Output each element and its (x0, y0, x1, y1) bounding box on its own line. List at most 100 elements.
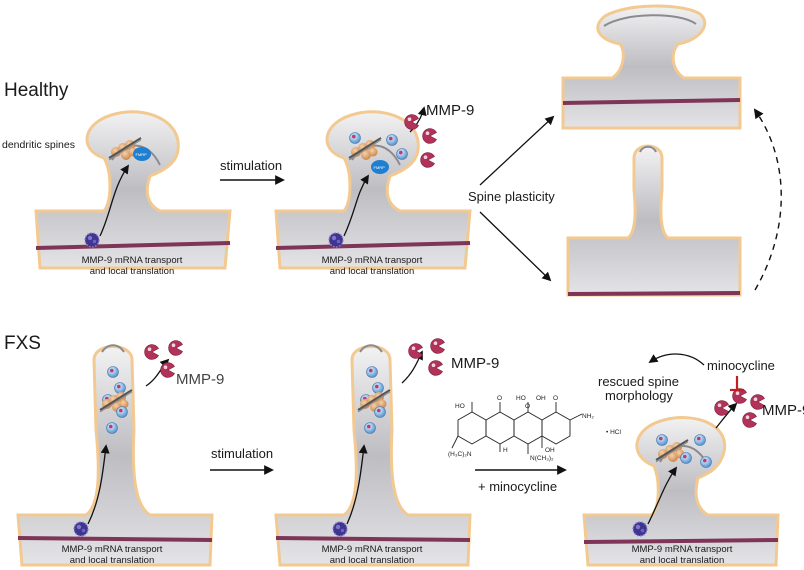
spine-plasticity-label: Spine plasticity (468, 189, 555, 204)
healthy-spine-baseline: FMRP MMP-9 mRNA transport and local tran… (34, 110, 232, 277)
mrna-granule (328, 232, 344, 248)
secretion-arrow (715, 402, 738, 429)
mmp9-enzyme (404, 114, 419, 130)
vesicle (366, 366, 378, 378)
mrna-granule (632, 521, 648, 537)
shaft-band (562, 98, 741, 105)
chem-label: HO (455, 403, 465, 410)
healthy-spine-stimulated: FMRP MMP-9 mRNA transport and local tran… (274, 106, 472, 277)
mrna-granule (84, 232, 100, 248)
dendrite-shaft (274, 345, 472, 567)
chem-label: OH (545, 447, 555, 454)
fxs-spine-baseline: MMP-9 mRNA transport and local translati… (16, 340, 214, 567)
stimulation-label-bottom: stimulation (211, 446, 273, 461)
vesicle (694, 434, 706, 446)
vesicle (349, 132, 361, 144)
chem-label: • HCl (606, 429, 621, 436)
rescued-label-line2: morphology (605, 388, 673, 403)
plasticity-cycle-arrow (753, 108, 782, 291)
shaft-band (583, 538, 779, 544)
caption-line2: and local translation (330, 555, 415, 566)
vesicle (106, 422, 118, 434)
transport-arrow (87, 444, 110, 525)
vesicle (700, 456, 712, 468)
mmp9-enzyme (422, 128, 437, 144)
mmp9-enzyme (430, 338, 445, 354)
shaft-band (567, 291, 741, 296)
rescued-label-line1: rescued spine (598, 374, 679, 389)
mmp9-label-fxs-2: MMP-9 (451, 355, 499, 372)
vesicle (386, 134, 398, 146)
plasticity-arrow-up (479, 115, 555, 186)
chem-label: O (497, 395, 502, 402)
chem-label: NH₂ (582, 413, 594, 420)
vesicle (107, 366, 119, 378)
vesicle (116, 406, 128, 418)
chem-label: HO (516, 395, 526, 402)
caption-line1: MMP-9 mRNA transport (82, 255, 183, 266)
dendritic-spines-label: dendritic spines (2, 139, 75, 151)
secretion-arrow (145, 358, 170, 387)
vesicle (396, 148, 408, 160)
chem-label: N(CH₃)₂ (530, 455, 554, 462)
mmp9-enzyme (160, 362, 175, 378)
vesicle (680, 452, 692, 464)
caption-line2: and local translation (330, 266, 415, 277)
plus-minocycline-label: + minocycline (478, 479, 557, 494)
fmrp-protein (133, 147, 151, 161)
mmp9-enzyme (428, 360, 443, 376)
mmp9-label-healthy: MMP-9 (426, 102, 474, 119)
chem-label: OH (536, 395, 546, 402)
dendrite-shaft (34, 110, 232, 270)
mmp9-enzyme (144, 344, 159, 360)
caption-line1: MMP-9 mRNA transport (632, 544, 733, 555)
caption-line2: and local translation (90, 266, 175, 277)
mmp9-enzyme (408, 343, 423, 359)
mmp9-enzyme (420, 152, 435, 168)
secretion-arrow (409, 106, 427, 133)
mrna-granule (332, 521, 348, 537)
transport-arrow (647, 466, 678, 525)
chem-label: O (553, 395, 558, 402)
transport-arrow (343, 174, 369, 237)
shaft-band (35, 241, 231, 250)
transport-arrow (99, 164, 130, 237)
fxs-spine-stimulated: MMP-9 mRNA transport and local translati… (274, 338, 472, 567)
dendrite-shaft (274, 110, 472, 270)
vesicle (364, 422, 376, 434)
fxs-spine-rescued: MMP-9 mRNA transport and local translati… (582, 388, 780, 567)
mmp9-enzyme (714, 400, 729, 416)
mrna-granule (73, 521, 89, 537)
caption-line2: and local translation (70, 555, 155, 566)
transport-arrow (346, 444, 368, 525)
immature-spine-thin (566, 144, 742, 297)
minocycline-structure (451, 402, 583, 454)
caption-line1: MMP-9 mRNA transport (322, 255, 423, 266)
vesicle (374, 406, 386, 418)
section-label-healthy: Healthy (4, 80, 69, 101)
mature-spine-mushroom (561, 4, 742, 130)
caption-line1: MMP-9 mRNA transport (322, 544, 423, 555)
vesicle (372, 382, 384, 394)
chem-label: O (525, 403, 530, 410)
caption-line1: MMP-9 mRNA transport (62, 544, 163, 555)
shaft-band (17, 536, 213, 542)
mmp9-enzyme (742, 412, 757, 428)
shaft-band (275, 241, 471, 250)
minocycline-label: minocycline (707, 358, 775, 373)
rescue-arrow (648, 353, 705, 366)
section-label-fxs: FXS (4, 333, 41, 354)
dendrite-shaft (16, 345, 214, 567)
shaft-band (275, 536, 471, 542)
mmp9-label-fxs-1: MMP-9 (176, 371, 224, 388)
vesicle (656, 434, 668, 446)
mmp9-enzyme (168, 340, 183, 356)
caption-line2: and local translation (640, 555, 725, 566)
plasticity-arrow-down (479, 211, 552, 282)
chem-label: H (503, 447, 508, 454)
fmrp-protein (371, 160, 389, 174)
mmp9-label-rescued: MMP-9 (762, 402, 804, 419)
vesicle (114, 382, 126, 394)
svg-text:FMRP: FMRP (136, 152, 148, 157)
